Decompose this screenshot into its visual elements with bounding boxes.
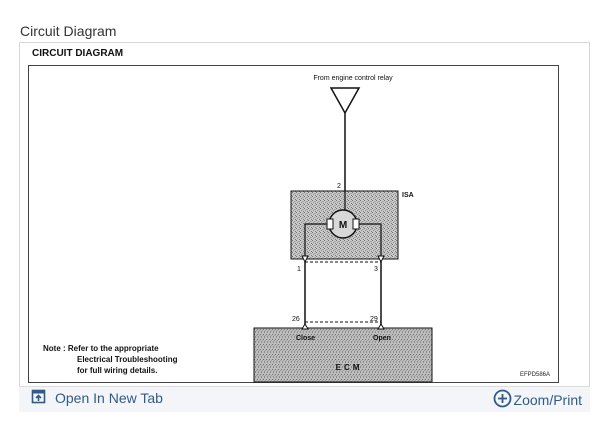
ecm-close-label: Close xyxy=(296,335,315,342)
ecm-pin-26: 26 xyxy=(292,316,300,323)
figure-code: EFPD586A xyxy=(520,372,551,378)
open-new-tab-icon xyxy=(31,389,46,407)
isa-pin-1: 1 xyxy=(297,266,301,273)
source-label: From engine control relay xyxy=(313,75,393,82)
note-line-3: for full wiring details. xyxy=(77,366,157,375)
ecm-open-label: Open xyxy=(373,335,391,342)
note-line-1: Note : Refer to the appropriate xyxy=(43,344,159,353)
ecm-box xyxy=(253,327,433,383)
isa-label: ISA xyxy=(402,192,414,199)
viewer-toolbar: Open In New Tab Zoom/Print xyxy=(19,386,590,412)
source-triangle xyxy=(329,87,361,115)
diagram-heading: CIRCUIT DIAGRAM xyxy=(32,48,124,59)
isa-pin-3: 3 xyxy=(374,266,378,273)
open-new-tab-label: Open In New Tab xyxy=(55,390,163,406)
isa-pin-2: 2 xyxy=(337,183,341,190)
section-title: Circuit Diagram xyxy=(20,23,117,39)
plus-circle-icon xyxy=(493,389,512,411)
motor-label: M xyxy=(339,220,347,231)
zoom-print-label: Zoom/Print xyxy=(513,392,582,408)
zoom-print-button[interactable]: Zoom/Print xyxy=(493,389,582,411)
diagram-viewer: CIRCUIT DIAGRAM F xyxy=(19,42,590,410)
note-line-2: Electrical Troubleshooting xyxy=(77,355,178,364)
ecm-label: ECM xyxy=(336,363,363,372)
circuit-figure: From engine control relay ISA 2 M 1 3 xyxy=(28,65,559,383)
open-new-tab-button[interactable]: Open In New Tab xyxy=(31,389,163,407)
ecm-pin-29: 29 xyxy=(370,316,378,323)
circuit-svg: From engine control relay ISA 2 M 1 3 xyxy=(43,75,433,383)
